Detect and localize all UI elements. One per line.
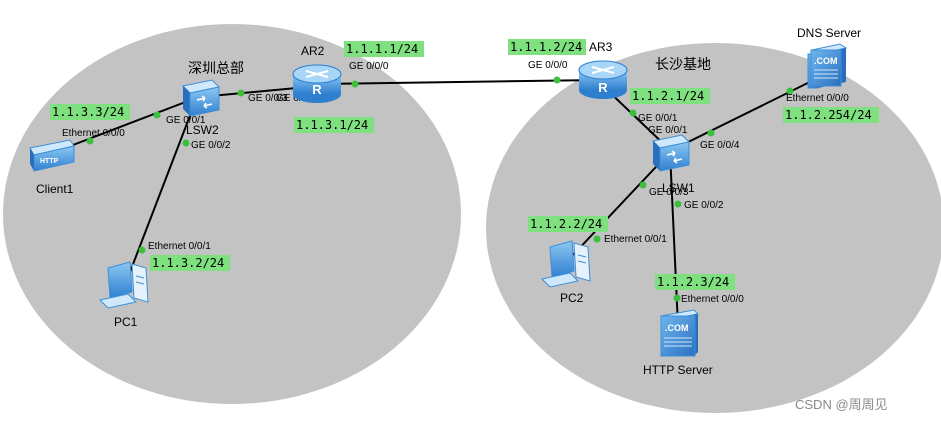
device-label-ar2: AR2 [301,44,325,58]
port-label-lsw1-ge002: GE 0/0/2 [684,200,724,211]
port-label-lsw1-ge003: GE 0/0/3 [649,187,689,198]
ip-label-ar2-ge000: 1.1.1.1/24 [346,42,418,56]
device-label-http: HTTP Server [643,363,713,377]
ip-label-dns: 1.1.2.254/24 [785,108,872,122]
svg-text:R: R [312,82,322,97]
device-label-pc1: PC1 [114,315,138,329]
ip-label-ar3-ge000: 1.1.1.2/24 [510,40,582,54]
port-label-client1-eth: Ethernet 0/0/0 [62,128,125,139]
port-label-dns-eth: Ethernet 0/0/0 [786,93,849,104]
ip-label-http: 1.1.2.3/24 [657,275,729,289]
port-label-ar3-ge000: GE 0/0/0 [528,60,568,71]
device-label-ar3: AR3 [589,40,613,54]
svg-text:R: R [598,80,608,95]
port-label-lsw1-ge001: GE 0/0/1 [648,125,688,136]
device-label-lsw2: LSW2 [186,123,219,137]
device-label-lsw1: LSW1 [662,181,695,195]
http-server[interactable]: .COM HTTP Server [643,309,713,377]
client1[interactable]: HTTP Client1 [29,139,75,196]
port-label-lsw2-ge001: GE 0/0/1 [166,115,206,126]
link-lsw1-pc2[interactable] [572,151,671,256]
router-icon: R [578,60,628,99]
pc1[interactable]: PC1 [98,261,149,329]
port-label-lsw2-ge002: GE 0/0/2 [191,140,231,151]
area-changsha [486,43,941,413]
pc-icon [98,261,149,309]
link-lsw1-dns[interactable] [671,71,831,151]
ip-label-pc1: 1.1.3.2/24 [152,256,224,270]
port-label-pc1-eth: Ethernet 0/0/1 [148,241,211,252]
area-label-left: 深圳总部 [188,60,244,76]
link-lsw2-pc1[interactable] [129,99,197,273]
ip-label-ar3-ge001: 1.1.2.1/24 [632,89,704,103]
client1-badge: HTTP [40,158,59,165]
switch-icon [651,134,691,172]
watermark: CSDN @周周见 [795,397,888,412]
server-icon: .COM [807,43,848,89]
dns-server[interactable]: .COM DNS Server [797,26,861,89]
ip-label-ar2-ge001: 1.1.3.1/24 [296,118,368,132]
port-label-ar3-ge001: GE 0/0/1 [638,113,678,124]
switch-lsw1[interactable]: LSW1 [651,134,695,195]
router-ar3[interactable]: R AR3 [578,40,628,99]
port-label-lsw1-ge004: GE 0/0/4 [700,140,740,151]
device-label-pc2: PC2 [560,291,584,305]
port-label-http-eth: Ethernet 0/0/0 [681,294,744,305]
device-label-dns: DNS Server [797,26,861,40]
area-label-right: 长沙基地 [655,56,711,72]
router-icon: R [292,64,342,103]
device-label-client1: Client1 [36,182,74,196]
switch-icon [181,79,221,117]
http-server-badge: .COM [665,323,689,333]
ip-label-pc2: 1.1.2.2/24 [530,217,602,231]
http-client-icon: HTTP [29,139,75,172]
pc-icon [540,240,591,288]
ip-label-client1: 1.1.3.3/24 [52,105,124,119]
port-label-ar2-ge000: GE 0/0/0 [349,61,389,72]
links [51,71,831,327]
port-label-pc2-eth: Ethernet 0/0/1 [604,234,667,245]
server-icon: .COM [659,309,700,357]
link-ar2-ar3[interactable] [317,79,601,85]
link-lsw2-client1[interactable] [51,97,197,154]
port-label-ar2-ge001: GE 0/0/1 [276,93,316,104]
area-shenzhen [3,24,461,404]
dns-server-badge: .COM [814,56,838,66]
router-ar2[interactable]: R AR2 [292,44,342,103]
switch-lsw2[interactable]: LSW2 [181,79,221,137]
pc2[interactable]: PC2 [540,240,591,305]
port-label-lsw2-ge003: GE 0/0/3 [248,93,288,104]
